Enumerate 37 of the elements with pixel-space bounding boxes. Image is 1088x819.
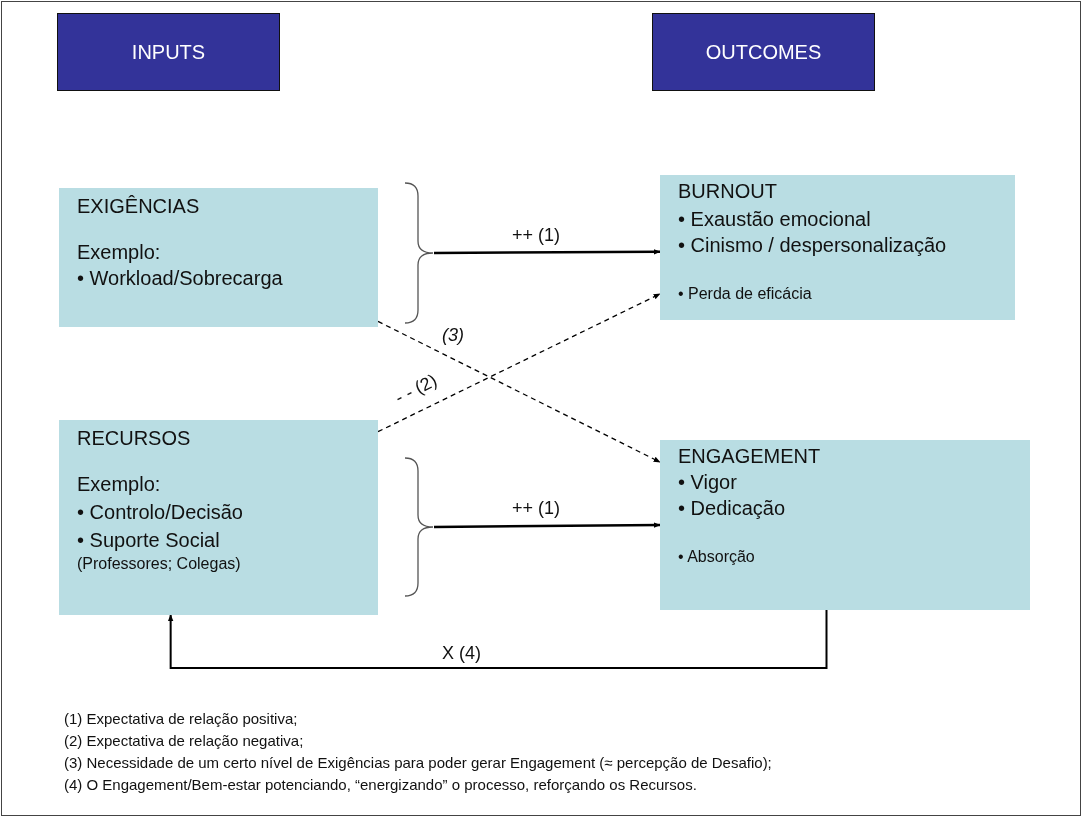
- content-box: [660, 175, 1015, 320]
- box-text: • Exaustão emocional: [678, 207, 872, 232]
- arrow: [434, 249, 661, 255]
- header-title: OUTCOMES: [705, 40, 822, 65]
- box-text: • Perda de eficácia: [678, 284, 813, 304]
- footnote: (3) Necessidade de um certo nível de Exigências para poder gerar Engagement (≈ percepção de Desafio);: [64, 753, 772, 773]
- curly-brace: [404, 182, 434, 324]
- box-text: • Suporte Social: [77, 528, 221, 553]
- dashed-arrow: [377, 320, 661, 463]
- header-box: [652, 13, 875, 91]
- footnote: (4) O Engagement/Bem-estar potenciando, “energizando” o processo, reforçando os Recursos.: [64, 775, 698, 795]
- box-text: • Absorção: [678, 547, 756, 567]
- box-text: Exemplo:: [77, 472, 162, 497]
- edge-label: X (4): [440, 644, 483, 662]
- box-text: Exemplo:: [77, 240, 162, 265]
- box-text: • Dedicação: [678, 496, 787, 521]
- header-title: INPUTS: [131, 40, 206, 65]
- box-heading: EXIGÊNCIAS: [77, 194, 201, 219]
- box-heading: ENGAGEMENT: [678, 444, 822, 469]
- arrow: [167, 609, 828, 669]
- content-box: [59, 420, 378, 615]
- footnote: (1) Expectativa de relação positiva;: [64, 709, 299, 729]
- box-heading: BURNOUT: [678, 179, 778, 204]
- box-text: • Vigor: [678, 470, 738, 495]
- curly-brace: [404, 457, 434, 597]
- dashed-arrow: [377, 293, 661, 433]
- header-box: [57, 13, 280, 91]
- box-text: • Controlo/Decisão: [77, 500, 244, 525]
- box-text: • Workload/Sobrecarga: [77, 266, 284, 291]
- content-box: [660, 440, 1030, 610]
- footnote: (2) Expectativa de relação negativa;: [64, 731, 305, 751]
- box-text: • Cinismo / despersonalização: [678, 233, 948, 258]
- content-box: [59, 188, 378, 327]
- edge-label: (3): [440, 326, 466, 344]
- arrow: [434, 522, 661, 529]
- box-heading: RECURSOS: [77, 426, 192, 451]
- box-text: (Professores; Colegas): [77, 554, 242, 574]
